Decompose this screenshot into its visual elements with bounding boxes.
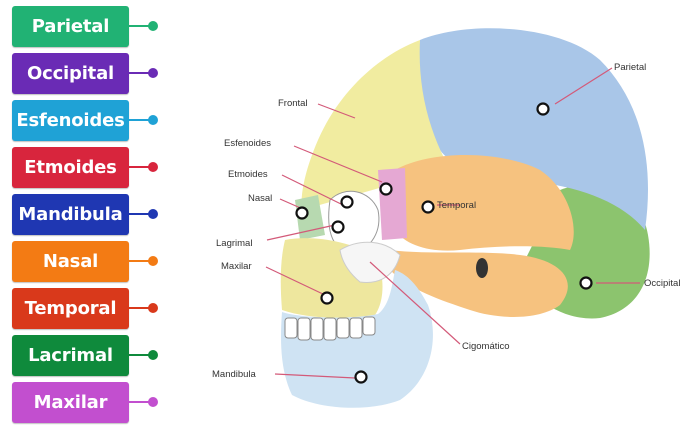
label-lagrimal: Lagrimal <box>216 238 252 249</box>
tag-anchor-dot[interactable] <box>148 350 158 360</box>
tag-anchor-dot[interactable] <box>148 162 158 172</box>
label-temporal: Temporal <box>437 200 476 211</box>
skull-illustration: Frontal Parietal Esfenoides Etmoides Nas… <box>195 0 697 423</box>
ear-canal <box>476 258 488 278</box>
label-tags-panel: Parietal Occipital Esfenoides Etmoides M… <box>0 0 170 423</box>
tag-parietal[interactable]: Parietal <box>12 6 129 47</box>
tag-maxilar[interactable]: Maxilar <box>12 382 129 423</box>
tag-connector <box>129 166 149 168</box>
label-maxilar: Maxilar <box>221 261 252 272</box>
drop-target-nasal[interactable] <box>297 208 308 219</box>
tag-anchor-dot[interactable] <box>148 115 158 125</box>
tag-temporal[interactable]: Temporal <box>12 288 129 329</box>
tag-nasal[interactable]: Nasal <box>12 241 129 282</box>
label-cigomatico: Cigomático <box>462 341 510 352</box>
tag-connector <box>129 401 149 403</box>
tag-esfenoides[interactable]: Esfenoides <box>12 100 129 141</box>
tag-anchor-dot[interactable] <box>148 256 158 266</box>
drop-target-etmoides[interactable] <box>342 197 353 208</box>
drop-target-maxilar[interactable] <box>322 293 333 304</box>
label-frontal: Frontal <box>278 98 308 109</box>
drop-target-occipital[interactable] <box>581 278 592 289</box>
label-etmoides: Etmoides <box>228 169 268 180</box>
skull-diagram: Frontal Parietal Esfenoides Etmoides Nas… <box>195 0 697 423</box>
drop-target-temporal[interactable] <box>423 202 434 213</box>
tag-anchor-dot[interactable] <box>148 397 158 407</box>
label-parietal: Parietal <box>614 62 646 73</box>
sphenoid-bone <box>378 168 407 240</box>
label-mandibula: Mandibula <box>212 369 257 380</box>
tag-anchor-dot[interactable] <box>148 21 158 31</box>
tag-connector <box>129 119 149 121</box>
label-esfenoides: Esfenoides <box>224 138 271 149</box>
tag-occipital[interactable]: Occipital <box>12 53 129 94</box>
teeth <box>285 317 375 340</box>
tag-etmoides[interactable]: Etmoides <box>12 147 129 188</box>
tag-anchor-dot[interactable] <box>148 68 158 78</box>
drop-target-parietal[interactable] <box>538 104 549 115</box>
drop-target-mandibula[interactable] <box>356 372 367 383</box>
tag-connector <box>129 72 149 74</box>
tag-connector <box>129 307 149 309</box>
tag-mandibula[interactable]: Mandibula <box>12 194 129 235</box>
drop-target-esfenoides[interactable] <box>381 184 392 195</box>
tag-anchor-dot[interactable] <box>148 303 158 313</box>
tag-connector <box>129 354 149 356</box>
tag-connector <box>129 260 149 262</box>
tag-anchor-dot[interactable] <box>148 209 158 219</box>
tag-lacrimal[interactable]: Lacrimal <box>12 335 129 376</box>
label-nasal: Nasal <box>248 193 272 204</box>
drop-target-lagrimal[interactable] <box>333 222 344 233</box>
tag-connector <box>129 213 149 215</box>
label-occipital: Occipital <box>644 278 680 289</box>
tag-connector <box>129 25 149 27</box>
